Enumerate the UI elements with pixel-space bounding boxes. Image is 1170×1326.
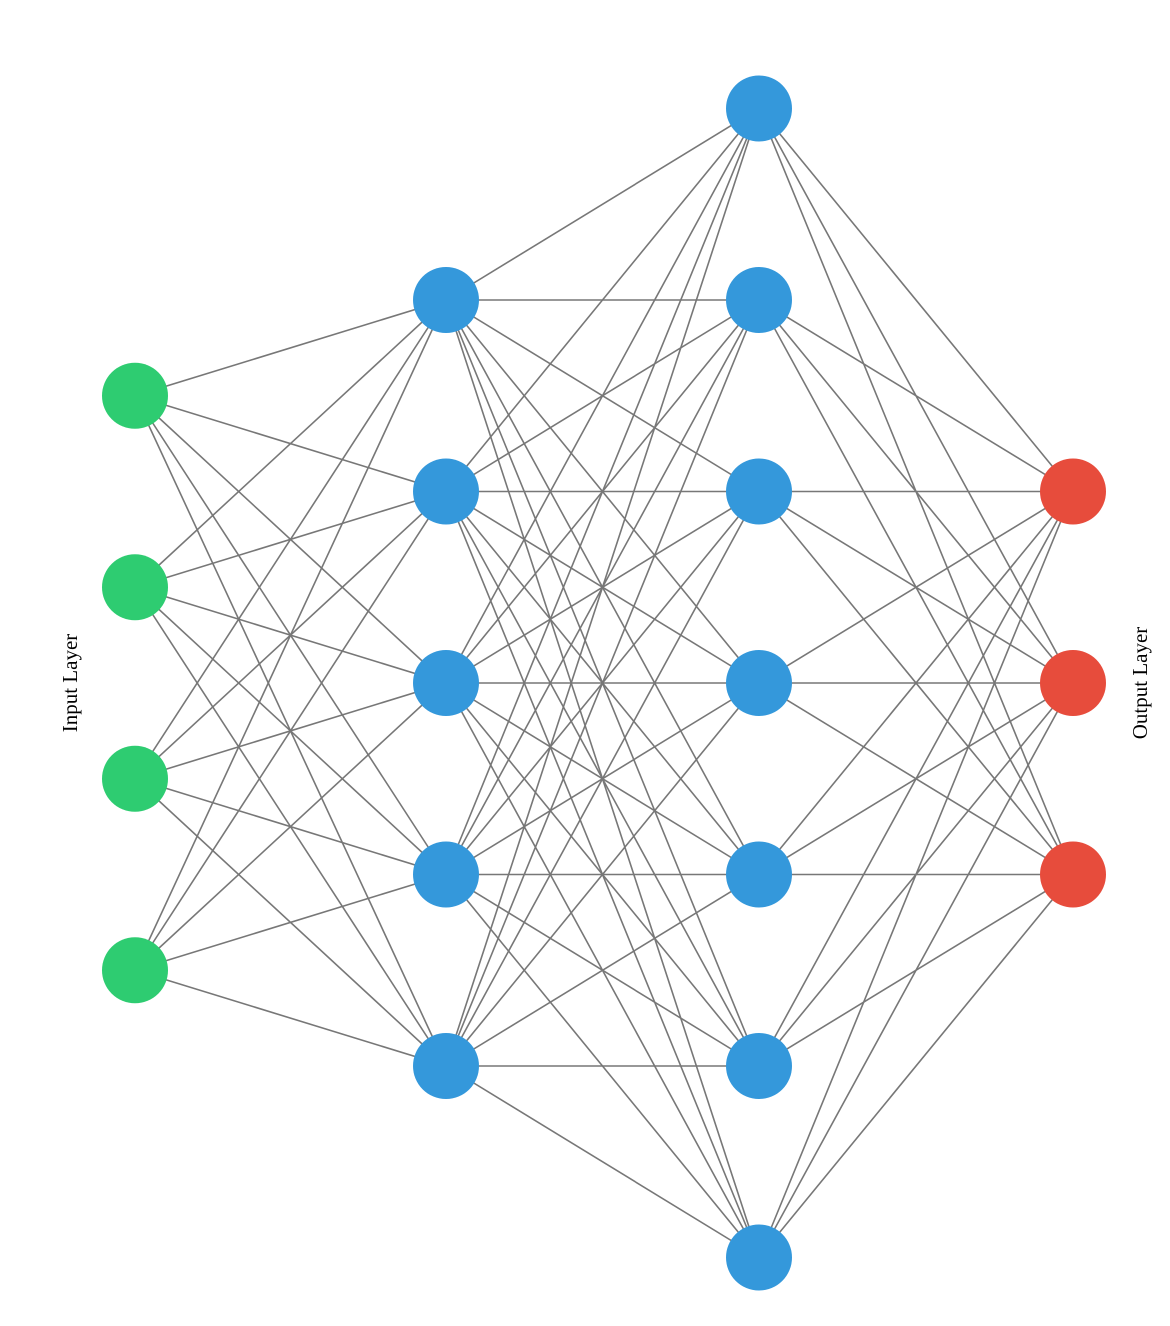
output-layer-label: Output Layer: [1128, 627, 1152, 740]
edge-l2n5-l3n5: [445, 873, 760, 1067]
edge-l3n2-l4n1: [758, 299, 1074, 493]
neurons: [102, 75, 1106, 1291]
output-node-3: [1040, 841, 1106, 908]
hidden2-node-5: [726, 841, 792, 908]
edge-l1n1-l2n1: [134, 299, 447, 397]
input-node-4: [102, 937, 168, 1004]
hidden2-node-3: [726, 458, 792, 525]
edge-l1n4-l2n1: [134, 299, 447, 971]
hidden1-node-5: [413, 1033, 479, 1099]
output-node-1: [1040, 458, 1106, 525]
input-node-1: [102, 362, 168, 429]
edge-l2n5-l3n4: [445, 682, 760, 1067]
edge-l1n4-l2n3: [134, 682, 447, 971]
edge-l2n5-l3n2: [445, 299, 760, 1067]
edge-l3n7-l4n2: [758, 682, 1074, 1258]
hidden1-node-3: [413, 650, 479, 716]
edge-l2n5-l3n1: [445, 108, 760, 1067]
hidden1-node-1: [413, 267, 479, 333]
edge-l2n5-l3n7: [445, 1065, 760, 1259]
hidden2-node-4: [726, 650, 792, 716]
input-layer-label: Input Layer: [58, 634, 82, 733]
edge-l2n3-l3n1: [445, 108, 760, 684]
edge-l3n5-l4n1: [758, 490, 1074, 876]
edge-l3n7-l4n3: [758, 873, 1074, 1259]
connections: [134, 107, 1074, 1259]
edge-l1n4-l2n5: [134, 969, 447, 1067]
hidden2-node-2: [726, 267, 792, 333]
edge-l2n1-l3n1: [445, 107, 760, 301]
hidden2-node-6: [726, 1033, 792, 1099]
edge-l3n6-l4n1: [758, 491, 1074, 1067]
hidden2-node-1: [726, 75, 792, 142]
edge-l1n3-l2n1: [134, 299, 447, 780]
hidden2-node-7: [726, 1224, 792, 1291]
edge-l2n4-l3n1: [445, 108, 760, 875]
edge-l1n4-l2n2: [134, 491, 447, 971]
edge-l2n5-l3n3: [445, 491, 760, 1067]
input-node-2: [102, 554, 168, 621]
edge-l3n4-l4n1: [758, 490, 1074, 684]
edge-l1n4-l2n4: [134, 873, 447, 972]
edge-l3n7-l4n1: [758, 491, 1074, 1258]
hidden1-node-2: [413, 458, 479, 525]
edge-l1n2-l2n1: [134, 299, 447, 588]
output-node-2: [1040, 650, 1106, 716]
input-node-3: [102, 745, 168, 812]
hidden1-node-4: [413, 841, 479, 908]
edge-l3n1-l4n1: [758, 107, 1074, 493]
edge-l2n2-l3n1: [445, 107, 760, 493]
